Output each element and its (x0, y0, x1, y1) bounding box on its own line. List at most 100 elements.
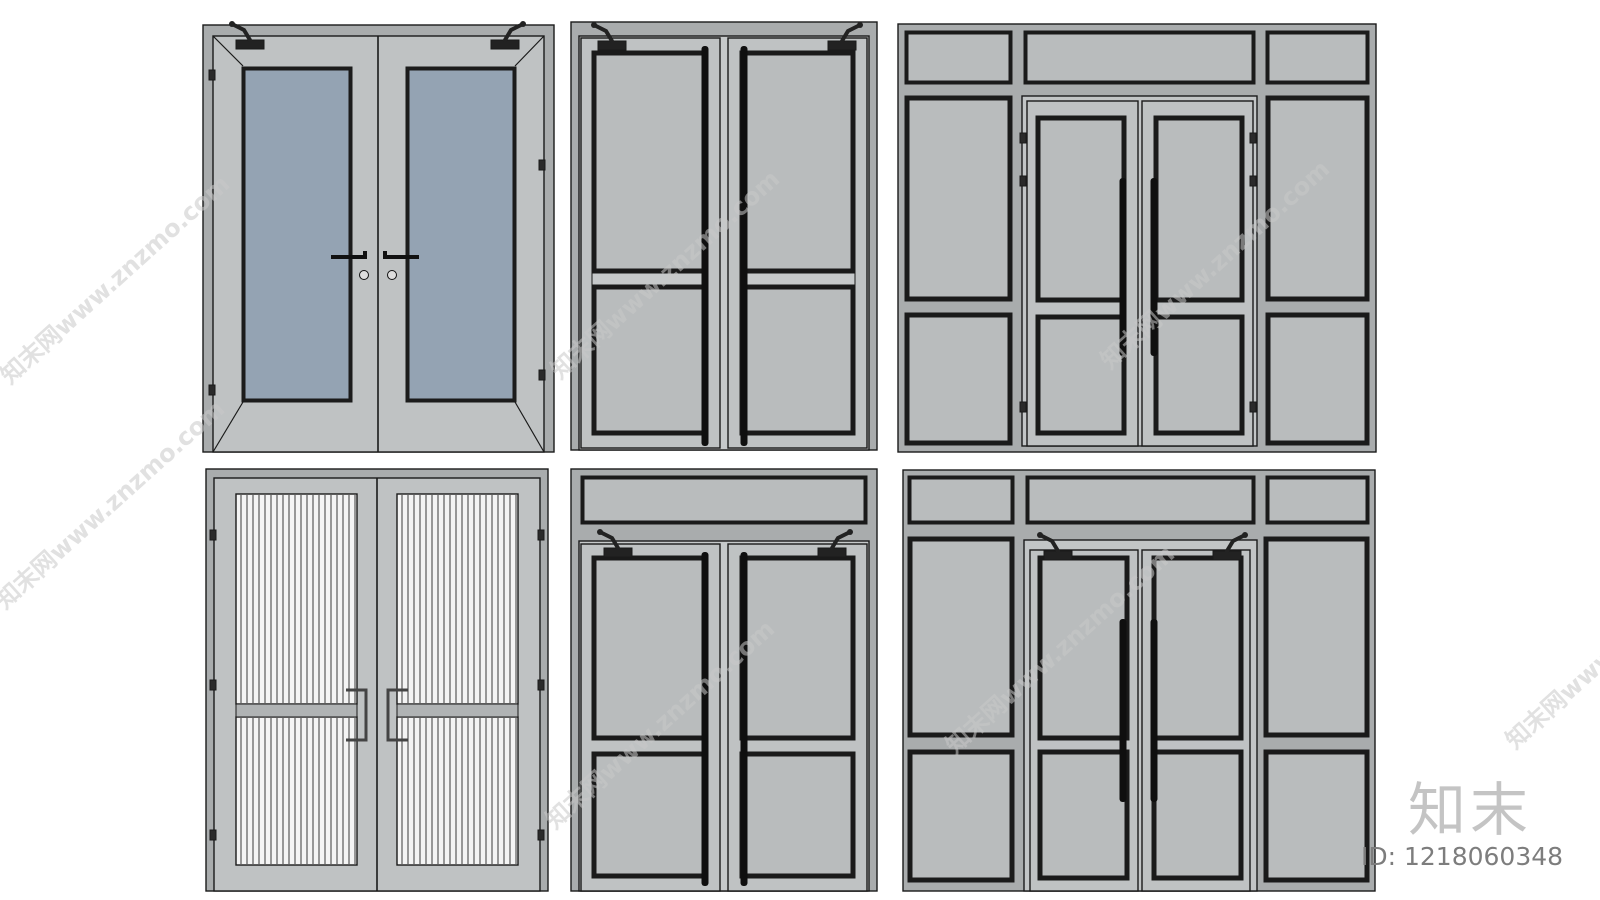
door-2-pane-right-top (743, 54, 852, 270)
pull-handle-icon (740, 46, 748, 446)
door-3-sidelite-right-bottom (1269, 316, 1366, 442)
door-closer-arm-icon (1038, 533, 1060, 553)
hinge-icon (209, 829, 217, 841)
door-5-transom-door (570, 468, 878, 892)
door-5-pane-left-bottom (595, 755, 704, 875)
door-1-bevel (212, 35, 244, 67)
hinge-icon (1019, 132, 1027, 144)
hinge-icon (537, 529, 545, 541)
door-3-pane-right-bottom (1157, 318, 1241, 432)
door-3-pane-right-top (1157, 119, 1241, 299)
hinge-icon (208, 69, 216, 81)
hinge-icon (537, 829, 545, 841)
hinge-icon (208, 384, 216, 396)
door-4-fluted-door (205, 468, 549, 892)
doors-layer (202, 21, 1377, 892)
door-closer-arm-icon (1225, 533, 1247, 553)
door-6-transom-right (1268, 478, 1367, 522)
door-closer-pivot-icon (857, 22, 863, 28)
door-5-pane-left-top (595, 559, 704, 737)
hinge-icon (209, 529, 217, 541)
pull-handle-icon (386, 688, 408, 742)
door-2-pane-left-bottom (595, 288, 704, 432)
door-6-transom-center (1028, 478, 1253, 522)
hinge-icon (1019, 401, 1027, 413)
door-6-storefront-closers (902, 469, 1376, 892)
door-6-pane-left-top (1041, 559, 1126, 737)
hinge-icon (1249, 401, 1257, 413)
door-1-glass-right (408, 69, 514, 400)
pull-handle-icon (1150, 619, 1158, 802)
door-closer-pivot-icon (520, 21, 526, 27)
door-closer-arm-icon (830, 530, 852, 550)
door-3-sidelite-right-top (1269, 99, 1366, 298)
watermark-text: 知末网www.znzmo.com (1500, 535, 1600, 755)
door-6-sidelite-left-top (911, 540, 1011, 734)
watermark-text: 知末网www.znzmo.com (0, 395, 230, 615)
door-3-pane-left-bottom (1039, 318, 1123, 432)
door-closer-arm-icon (230, 22, 252, 42)
door-2-rail-right (739, 272, 856, 286)
hinge-icon (537, 679, 545, 691)
watermark-text: 知末网www.znzmo.com (0, 170, 235, 390)
door-4-rail-right (396, 703, 519, 718)
pull-handle-icon (701, 46, 709, 446)
door-4-glass-right-top (396, 493, 519, 705)
door-6-sidelite-right-bottom (1267, 753, 1366, 879)
door-5-transom (583, 478, 865, 522)
door-1-fire-door (202, 21, 555, 453)
keyhole-icon (359, 270, 369, 280)
door-1-bevel (514, 401, 545, 453)
door-4-rail-left (235, 703, 358, 718)
door-2-pane-left-top (595, 54, 704, 270)
door-3-transom-right (1268, 33, 1367, 82)
door-5-pane-right-bottom (743, 755, 852, 875)
door-closer-pivot-icon (591, 22, 597, 28)
door-1-bevel (212, 401, 244, 453)
door-6-pane-right-bottom (1155, 753, 1240, 877)
door-6-sidelite-left-bottom (911, 753, 1011, 879)
door-4-glass-right-top-flutes (401, 495, 517, 703)
id-label: ID: 1218060348 (1361, 842, 1564, 871)
door-closer-pivot-icon (847, 529, 853, 535)
hinge-icon (1249, 132, 1257, 144)
door-2-double-door (570, 21, 878, 451)
door-closer-pivot-icon (597, 529, 603, 535)
lever-handle-icon (383, 251, 419, 259)
hinge-icon (538, 369, 546, 381)
door-1-glass-left (244, 69, 350, 400)
brand-watermark: 知末 (1408, 776, 1533, 844)
door-closer-arm-icon (840, 23, 862, 43)
door-6-pane-right-top (1155, 559, 1240, 737)
door-3-sidelite-left-top (908, 99, 1009, 298)
hinge-icon (1019, 175, 1027, 187)
door-4-glass-right-bottom (396, 716, 519, 866)
keyhole-icon (387, 270, 397, 280)
pull-handle-icon (1119, 619, 1127, 802)
pull-handle-icon (740, 552, 748, 886)
door-closer-pivot-icon (1242, 532, 1248, 538)
pull-handle-icon (1119, 178, 1127, 356)
door-6-pane-left-bottom (1041, 753, 1126, 877)
pull-handle-icon (346, 688, 368, 742)
door-4-glass-left-bottom (235, 716, 358, 866)
door-closer-arm-icon (592, 23, 614, 43)
pull-handle-icon (1150, 178, 1158, 356)
door-closer-arm-icon (598, 530, 620, 550)
hinge-icon (209, 679, 217, 691)
hinge-icon (538, 159, 546, 171)
door-2-pane-right-bottom (743, 288, 852, 432)
door-closer-pivot-icon (229, 21, 235, 27)
hinge-icon (1249, 175, 1257, 187)
door-3-storefront (897, 23, 1377, 453)
door-5-pane-right-top (743, 559, 852, 737)
pull-handle-icon (701, 552, 709, 886)
door-6-transom-left (910, 478, 1012, 522)
door-4-glass-left-top-flutes (240, 495, 356, 703)
door-6-sidelite-right-top (1267, 540, 1366, 734)
door-closer-arm-icon (503, 22, 525, 42)
lever-handle-icon (331, 251, 367, 259)
door-3-transom-left (907, 33, 1010, 82)
door-3-transom-center (1026, 33, 1253, 82)
